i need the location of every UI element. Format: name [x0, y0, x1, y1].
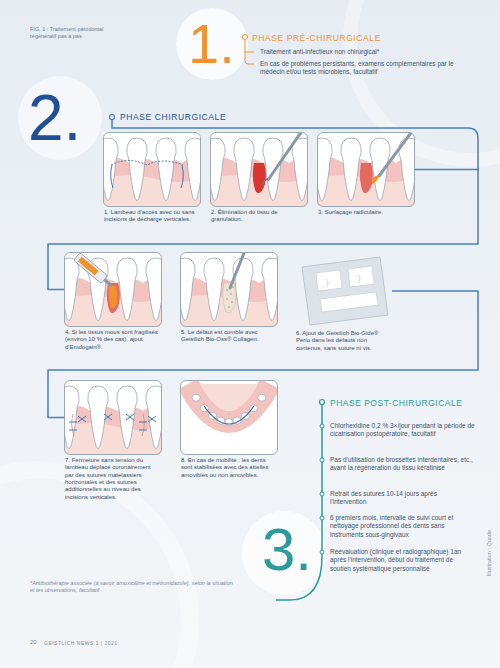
step-panel: 5. Le défaut est comblé avec Geistlich B… — [180, 252, 278, 327]
step-panel: 7. Fermeture sans tension du lambeau dép… — [64, 380, 162, 455]
footnote: *Antibiothérapie associée (à savoir amox… — [30, 580, 235, 594]
bullet-text: Pas d'utilisation de brossettes interden… — [330, 456, 475, 473]
step-panel: 1. Lambeau d'accès avec ou sans incision… — [103, 132, 201, 207]
caption-block: 4. Si les tissus mous sont fragilisés (e… — [65, 329, 161, 351]
flow-connector — [48, 170, 478, 290]
caption-block: 2. Élimination du tissu de granulation. — [211, 209, 307, 224]
step-caption: 5. Le défaut est comblé avec Geistlich B… — [181, 329, 277, 344]
running-footer: GEISTLICH NEWS 1 | 2021 — [44, 640, 118, 647]
flow-connector — [48, 291, 478, 418]
step-caption: 7. Fermeture sans tension du lambeau dép… — [65, 457, 161, 501]
bullet-text: Traitement anti-infectieux non chirurgic… — [260, 48, 470, 56]
figure-caption: FIG. 1 : Traitement parodontal régénérat… — [30, 26, 122, 40]
phase-heading: PHASE POST-CHIRURGICALE — [330, 398, 462, 409]
step-caption: 8. En cas de mobilité : les dents sont s… — [181, 457, 277, 479]
bullet-text: Retrait des sutures 10-14 jours après l'… — [330, 490, 475, 507]
phase-number: 1. — [188, 16, 235, 72]
step-caption: 6. Ajout de Geistlich Bio-Gide® Perio da… — [296, 330, 392, 352]
caption-block: 1. Lambeau d'accès avec ou sans incision… — [104, 209, 200, 224]
credit: Illustration : Quade — [486, 530, 493, 576]
step-panel: 2. Élimination du tissu de granulation. — [210, 132, 308, 207]
step-panel: 8. En cas de mobilité : les dents sont s… — [180, 380, 278, 455]
bullet-text: Réévaluation (clinique et radiographique… — [330, 548, 475, 573]
phase-heading: PHASE CHIRURGICALE — [120, 112, 226, 123]
membrane-panel: 6. Ajout de Geistlich Bio-Gide® Perio da… — [296, 255, 392, 327]
bullet-text: En cas de problèmes persistants, examens… — [260, 60, 470, 77]
step-caption: 4. Si les tissus mous sont fragilisés (e… — [65, 329, 161, 351]
bullet-text: 6 premiers mois, intervalle de suivi cou… — [330, 514, 475, 539]
caption-block: 5. Le défaut est comblé avec Geistlich B… — [181, 329, 277, 344]
step-caption: 1. Lambeau d'accès avec ou sans incision… — [104, 209, 200, 224]
phase-number: 3. — [262, 520, 312, 580]
step-caption: 2. Élimination du tissu de granulation. — [211, 209, 307, 224]
caption-block: 7. Fermeture sans tension du lambeau dép… — [65, 457, 161, 501]
step-panel: 4. Si les tissus mous sont fragilisés (e… — [64, 252, 162, 327]
caption-block: 8. En cas de mobilité : les dents sont s… — [181, 457, 277, 479]
caption-block: 3. Surfaçage radiculaire. — [318, 209, 414, 216]
caption-block: 6. Ajout de Geistlich Bio-Gide® Perio da… — [296, 330, 392, 352]
page-number: 20 — [30, 639, 37, 647]
phase-heading: PHASE PRÉ-CHIRURGICALE — [252, 33, 381, 44]
step-caption: 3. Surfaçage radiculaire. — [318, 209, 414, 216]
bullet-text: Chlorhexidine 0,2 % 3×/jour pendant la p… — [330, 422, 475, 439]
phase-number: 2. — [28, 86, 81, 150]
step-panel: 3. Surfaçage radiculaire. — [317, 132, 415, 207]
